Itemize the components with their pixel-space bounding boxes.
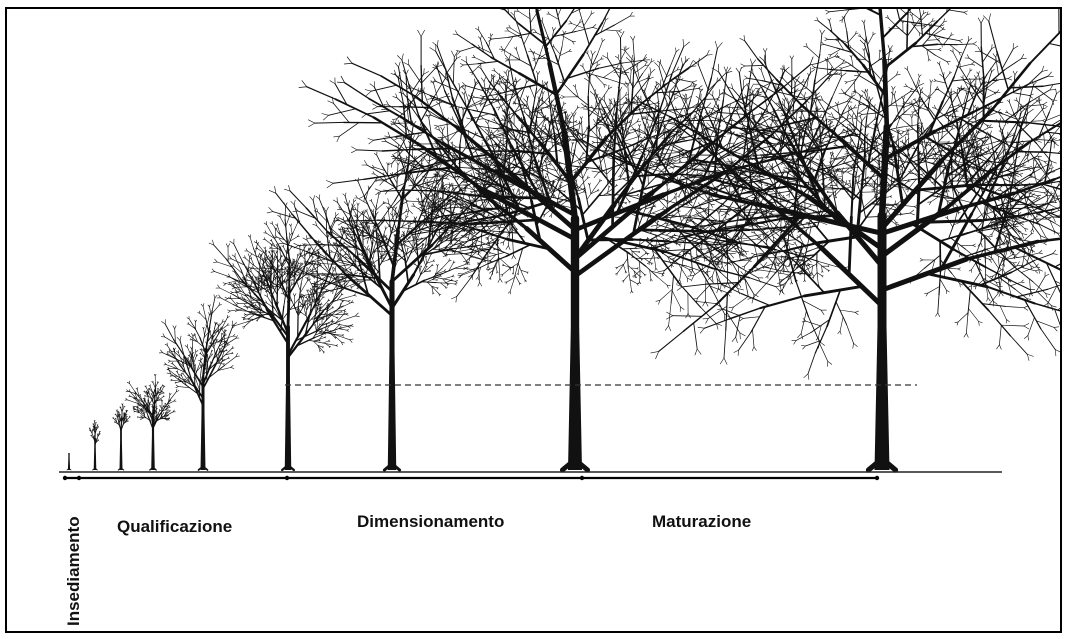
tree-qualificazione <box>159 295 239 470</box>
tree-trunk <box>151 436 155 470</box>
tree-dimensionamento <box>267 121 505 470</box>
stage-divider <box>63 476 67 480</box>
tree-trunk <box>68 458 70 470</box>
tree-trunk <box>285 379 292 470</box>
tree-trunk <box>94 448 97 470</box>
trees-layer <box>67 9 1062 470</box>
stage-label-maturazione: Maturazione <box>652 512 751 531</box>
tree-growth-diagram: Insediamento Qualificazione Dimensioname… <box>7 9 1062 633</box>
tree-qualificazione <box>89 420 100 470</box>
stage-divider <box>875 476 879 480</box>
tree-trunk <box>388 350 397 470</box>
tree-qualificazione <box>125 374 179 470</box>
tree-trunk <box>875 326 890 470</box>
tree-trunk <box>120 441 123 470</box>
tree-qualificazione <box>113 404 131 470</box>
stage-divider <box>580 476 584 480</box>
tree-trunk <box>201 413 206 470</box>
tree-insediamento <box>67 453 71 470</box>
stage-divider <box>77 476 81 480</box>
stage-label-insediamento: Insediamento <box>64 516 83 626</box>
tree-trunk <box>568 328 582 470</box>
diagram-frame: Insediamento Qualificazione Dimensioname… <box>5 7 1062 633</box>
stage-label-dimensionamento: Dimensionamento <box>357 512 504 531</box>
stage-divider <box>285 476 289 480</box>
stage-label-qualificazione: Qualificazione <box>117 517 232 536</box>
